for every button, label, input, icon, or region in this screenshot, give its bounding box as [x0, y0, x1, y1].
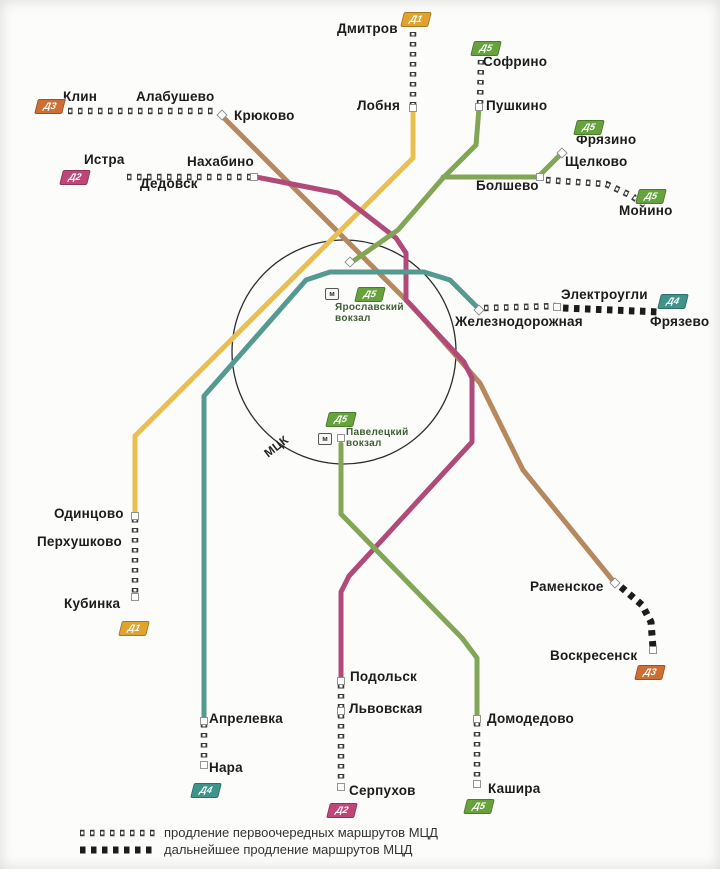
station-label: Кашира [488, 781, 541, 796]
station-tick [337, 677, 345, 685]
station-label: Раменское [530, 579, 604, 594]
line-d5-seg5 [338, 441, 480, 721]
station-label: Серпухов [349, 783, 416, 798]
station-label: Клин [63, 89, 98, 104]
line-badge-d2: Д2 [59, 170, 91, 185]
line-d1-seg1 [132, 107, 416, 517]
line-badge-d2: Д2 [326, 803, 358, 818]
line-badge-d5: Д5 [463, 799, 495, 814]
line-badge-d5: Д5 [573, 120, 605, 135]
station-label: Щелково [565, 154, 628, 169]
station-tick [200, 761, 208, 769]
line-d4-seg1-inner [483, 304, 557, 310]
station-label: Фрязево [650, 314, 710, 329]
station-label: Дедовск [140, 176, 198, 191]
station-label: Монино [619, 203, 673, 218]
station-tick [609, 577, 621, 589]
station-tick [649, 646, 657, 654]
station-label: Железнодорожная [455, 314, 583, 329]
legend-ext2-label: дальнейшее продление маршрутов МЦД [164, 842, 413, 857]
station-label: Апрелевка [209, 711, 283, 726]
line-d3-seg2 [618, 584, 657, 649]
station-tick [131, 512, 139, 520]
station-label: вокзал [346, 438, 382, 449]
station-label: Перхушково [37, 534, 122, 549]
metro-icon: м [318, 433, 332, 445]
station-label: Лобня [357, 98, 401, 113]
station-label: Крюково [234, 108, 295, 123]
line-d3-seg1 [220, 114, 617, 585]
station-tick [556, 147, 568, 159]
station-label: Нара [209, 760, 243, 775]
line-badge-d1: Д1 [400, 12, 432, 27]
station-label: Воскресенск [550, 648, 638, 663]
station-label: Нахабино [187, 154, 254, 169]
station-label: Алабушево [136, 89, 215, 104]
station-tick [409, 104, 417, 112]
station-tick [337, 707, 345, 715]
station-tick [216, 109, 228, 121]
line-badge-d3: Д3 [634, 665, 666, 680]
station-label: Львовская [349, 701, 423, 716]
station-tick [473, 715, 481, 723]
line-badge-d5: Д5 [325, 412, 357, 427]
line-badge-d4: Д4 [190, 783, 222, 798]
station-label: Софрино [483, 54, 548, 69]
line-badge-d5: Д5 [470, 41, 502, 56]
station-tick [131, 593, 139, 601]
station-tick [337, 434, 345, 442]
station-label: Подольск [350, 669, 417, 684]
station-label: Электроугли [561, 287, 648, 302]
line-badge-d4: Д4 [657, 294, 689, 309]
station-tick [536, 173, 544, 181]
station-label: Болшево [476, 178, 539, 193]
station-label: Фрязино [576, 132, 637, 147]
station-tick [250, 173, 258, 181]
line-d4-seg2 [562, 304, 661, 316]
line-d5-seg4 [545, 176, 648, 209]
station-label: Одинцово [54, 506, 124, 521]
station-tick [553, 303, 561, 311]
station-label: Пушкино [486, 98, 548, 113]
station-label: вокзал [335, 313, 371, 324]
line-d2-seg1 [253, 174, 475, 683]
station-label: Ярославский [335, 302, 404, 313]
station-label: Истра [84, 152, 125, 167]
station-tick [473, 304, 485, 316]
station-label: Домодедово [487, 711, 574, 726]
line-badge-d3: Д3 [34, 99, 66, 114]
line-d5-seg3 [535, 150, 565, 180]
station-tick [337, 783, 345, 791]
station-tick [344, 256, 356, 268]
station-tick [473, 780, 481, 788]
line-badge-d5: Д5 [354, 287, 386, 302]
line-d4-seg0 [201, 269, 482, 722]
station-label: Кубинка [64, 596, 121, 611]
line-badge-d5: Д5 [635, 189, 667, 204]
station-tick [475, 103, 483, 111]
metro-icon: м [325, 288, 339, 300]
station-tick [200, 717, 208, 725]
station-label: Дмитров [337, 21, 398, 36]
line-d5-seg0-inner [478, 59, 483, 105]
line-badge-d1: Д1 [118, 621, 150, 636]
legend-ext1-label: продление первоочередных маршрутов МЦД [164, 825, 438, 840]
station-label: Павелецкий [346, 427, 409, 438]
